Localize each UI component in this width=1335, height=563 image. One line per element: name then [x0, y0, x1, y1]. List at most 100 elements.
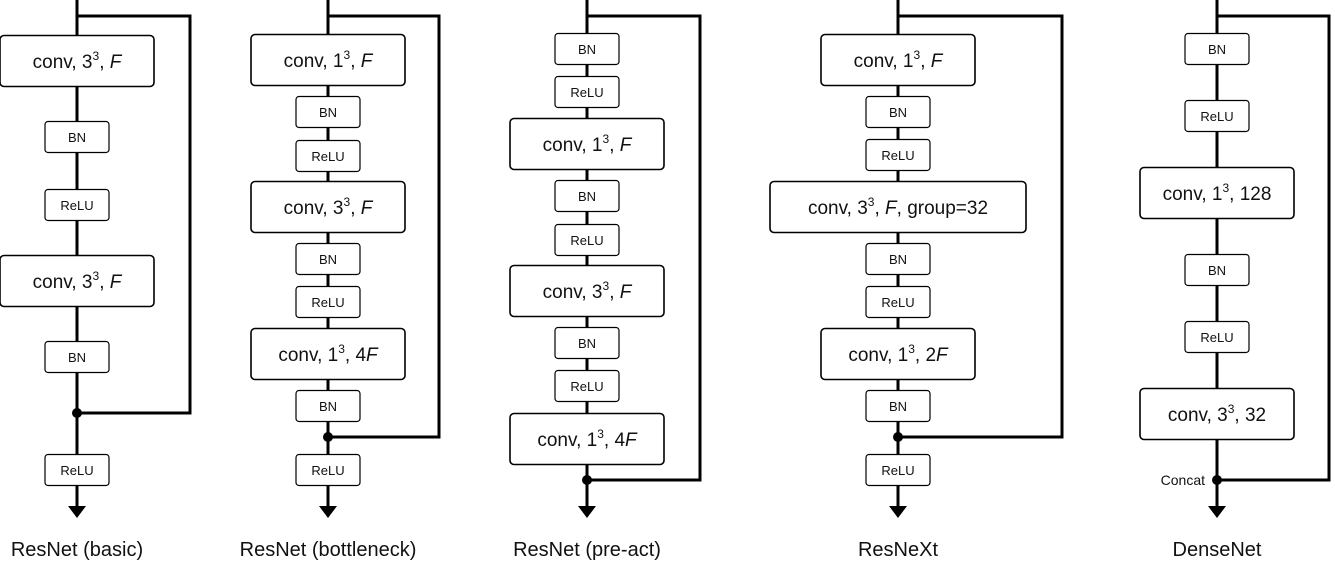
op-block-label: BN — [319, 105, 337, 120]
conv-label-suffix: , — [874, 198, 885, 219]
conv-label-suffix: , — [609, 282, 620, 303]
conv-label-italic: F — [110, 52, 123, 73]
op-block — [295, 139, 361, 173]
op-block — [295, 389, 361, 423]
skip-connection-line — [77, 14, 192, 415]
conv-block — [509, 117, 665, 171]
conv-label-text: conv, 3 — [33, 52, 93, 73]
op-block-label: BN — [68, 130, 86, 145]
op-block-label: ReLU — [311, 463, 344, 478]
op-block — [865, 285, 931, 319]
op-block — [295, 285, 361, 319]
conv-label-superscript: 3 — [603, 279, 610, 293]
op-block — [554, 179, 620, 213]
op-block — [1184, 32, 1250, 66]
conv-label-suffix: , — [920, 51, 931, 72]
conv-block-label: conv, 33, F — [543, 279, 633, 303]
op-block-label: ReLU — [60, 198, 93, 213]
conv-label-text: conv, 3 — [1168, 405, 1228, 426]
conv-label-text: conv, 1 — [284, 51, 344, 72]
conv-label-italic: F — [620, 282, 633, 303]
output-arrow — [889, 506, 907, 518]
skip-connection-line — [898, 14, 1064, 439]
op-block-label: BN — [1208, 42, 1226, 57]
diagram-blocks — [0, 32, 1295, 487]
column-caption: ResNeXt — [858, 539, 938, 561]
conv-block-label: conv, 33, 32 — [1168, 402, 1266, 426]
conv-label-superscript: 3 — [597, 427, 604, 441]
conv-block-label: conv, 33, F, group=32 — [808, 195, 988, 219]
conv-label-italic: F — [885, 198, 898, 219]
conv-label-italic: F — [620, 135, 633, 156]
op-block-label: BN — [319, 399, 337, 414]
column-caption: DenseNet — [1173, 539, 1262, 561]
conv-label-italic: F — [936, 345, 949, 366]
op-block-label: BN — [889, 399, 907, 414]
conv-label-text: conv, 3 — [543, 282, 603, 303]
op-block — [865, 242, 931, 276]
conv-label-suffix: , — [99, 272, 110, 293]
conv-label-superscript: 3 — [1222, 181, 1229, 195]
merge-dot — [582, 475, 592, 485]
conv-label-superscript: 3 — [338, 342, 345, 356]
op-block-label: ReLU — [1200, 330, 1233, 345]
op-block — [865, 95, 931, 129]
conv-block-label: conv, 13, 4F — [537, 427, 638, 451]
op-block — [865, 453, 931, 487]
merge-label: Concat — [1161, 472, 1205, 488]
merge-dot — [1212, 475, 1222, 485]
conv-label-text: conv, 3 — [284, 198, 344, 219]
op-block — [554, 223, 620, 257]
conv-label-text: conv, 1 — [278, 345, 338, 366]
op-block-label: ReLU — [881, 295, 914, 310]
conv-block — [0, 34, 155, 88]
conv-block — [509, 412, 665, 466]
op-block-label: ReLU — [1200, 109, 1233, 124]
conv-label-suffix: , 32 — [1234, 405, 1266, 426]
conv-block-label: conv, 13, 2F — [848, 342, 949, 366]
skip-connection-line — [587, 14, 702, 482]
conv-block — [820, 327, 976, 381]
op-block-label: ReLU — [311, 295, 344, 310]
conv-label-text: conv, 1 — [537, 430, 597, 451]
column-caption: ResNet (basic) — [11, 539, 143, 561]
op-block — [295, 95, 361, 129]
op-block — [1184, 253, 1250, 287]
op-block-label: BN — [578, 189, 596, 204]
conv-block-label: conv, 13, F — [543, 132, 633, 156]
conv-label-superscript: 3 — [908, 342, 915, 356]
conv-block-label: conv, 33, F — [33, 49, 123, 73]
conv-block-label: conv, 13, F — [284, 48, 374, 72]
conv-block — [820, 33, 976, 87]
conv-label-text: conv, 3 — [808, 198, 868, 219]
conv-label-superscript: 3 — [1228, 402, 1235, 416]
op-block — [44, 340, 110, 374]
conv-label-suffix: , — [350, 198, 361, 219]
op-block-label: BN — [578, 42, 596, 57]
merge-dot — [72, 408, 82, 418]
conv-label-superscript: 3 — [93, 49, 100, 63]
output-arrow — [319, 506, 337, 518]
op-block-label: ReLU — [570, 379, 603, 394]
op-block-label: ReLU — [881, 463, 914, 478]
conv-label-suffix: , 4 — [345, 345, 367, 366]
conv-label-italic: F — [361, 51, 374, 72]
merge-dot — [323, 432, 333, 442]
conv-block-label: conv, 13, 128 — [1163, 181, 1272, 205]
op-block — [554, 75, 620, 109]
conv-block — [769, 180, 1027, 234]
conv-label-superscript: 3 — [344, 48, 351, 62]
conv-block-label: conv, 13, 4F — [278, 342, 379, 366]
conv-block-label: conv, 33, F — [284, 195, 374, 219]
conv-label-suffix: , 4 — [604, 430, 626, 451]
op-block-label: ReLU — [570, 85, 603, 100]
conv-block — [250, 327, 406, 381]
conv-block — [250, 180, 406, 234]
op-block-label: ReLU — [311, 149, 344, 164]
conv-label-italic: F — [625, 430, 638, 451]
op-block — [865, 138, 931, 172]
conv-label-italic: F — [110, 272, 123, 293]
op-block-label: BN — [889, 252, 907, 267]
op-block-label: BN — [889, 105, 907, 120]
conv-block — [0, 254, 155, 308]
